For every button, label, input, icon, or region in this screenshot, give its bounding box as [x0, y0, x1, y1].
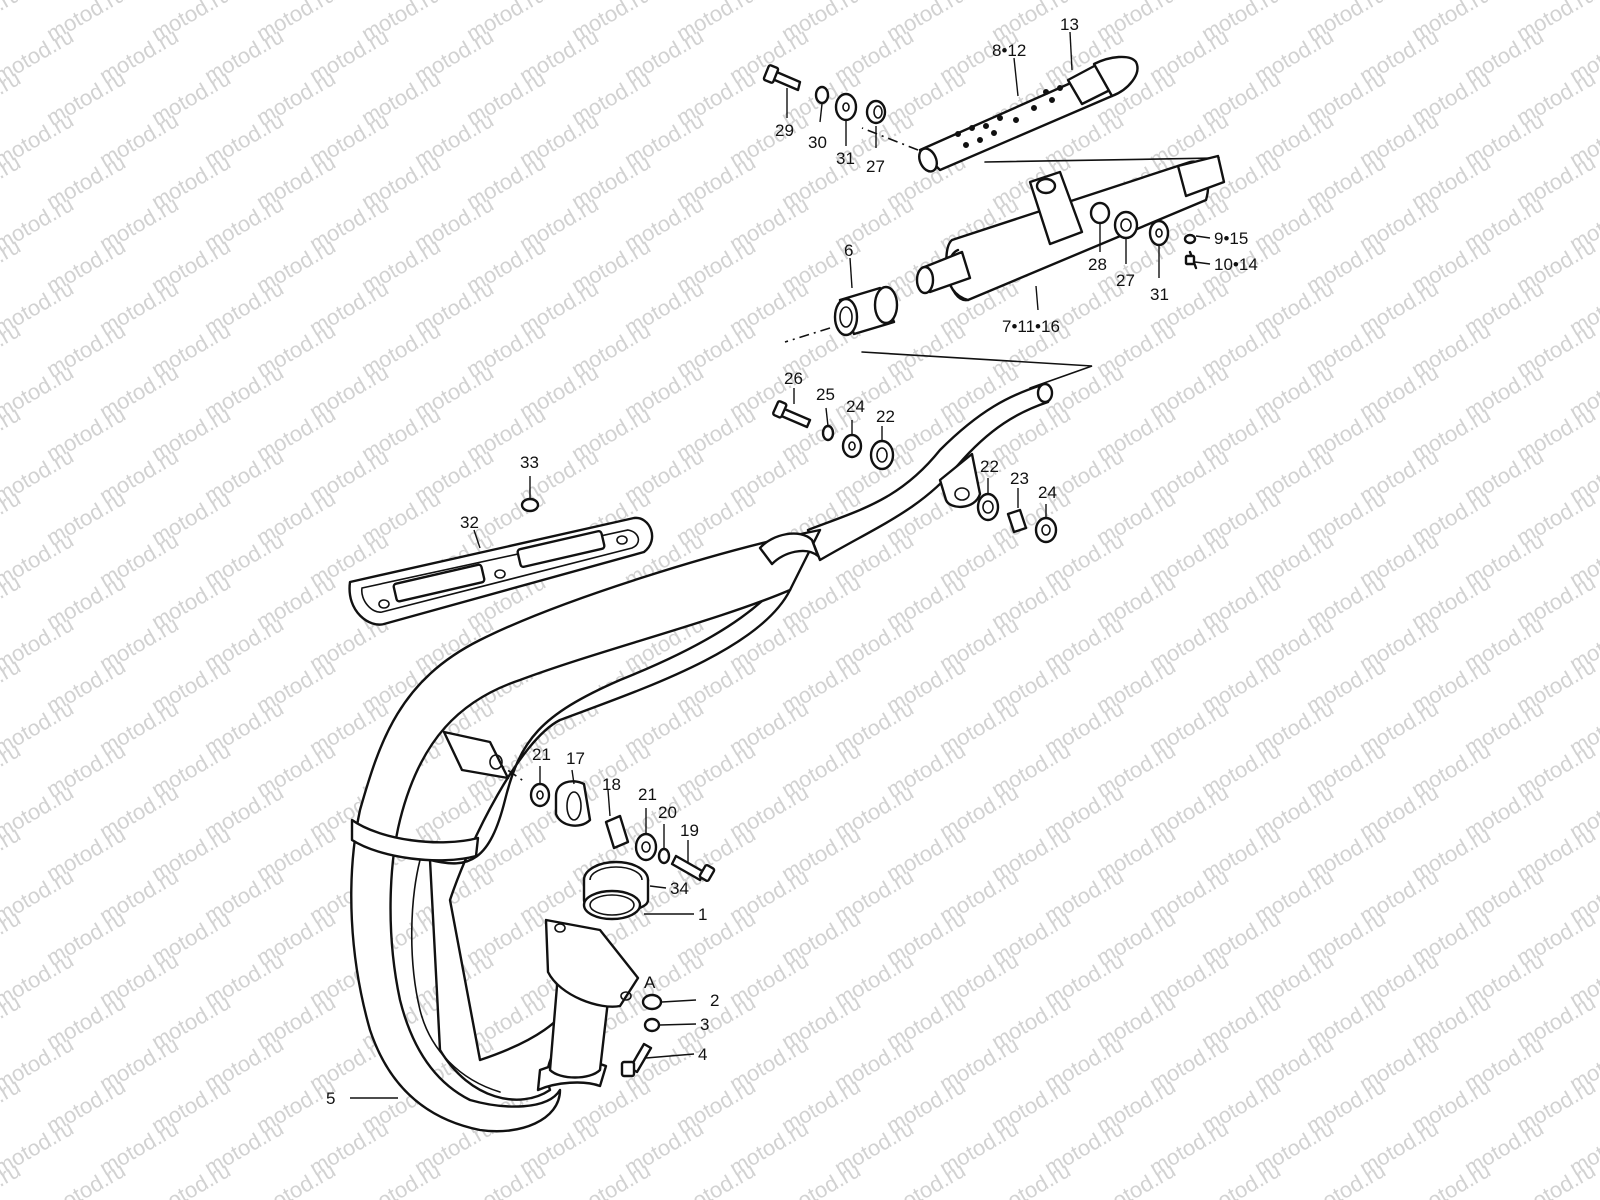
watermark-text: motod.ru	[672, 1157, 760, 1200]
callout-24-mid: 24	[846, 397, 865, 416]
callout-18: 18	[602, 775, 621, 794]
callout-3: 3	[700, 1015, 709, 1034]
watermark-text: motod.ru	[987, 1157, 1075, 1200]
connector-sleeve	[833, 285, 899, 337]
watermark-text: motod.ru	[357, 1157, 445, 1200]
callout-28: 28	[1088, 255, 1107, 274]
callout-27-right: 27	[1116, 271, 1135, 290]
callout-1: 1	[698, 905, 707, 924]
callout-17: 17	[566, 749, 585, 768]
watermark-text: motod.ru	[1512, 1157, 1600, 1200]
callout-29: 29	[775, 121, 794, 140]
callout-labels: 13 8•12 29 30 31 27 9•15 10•14 28 27 31 …	[326, 15, 1258, 1108]
callout-30: 30	[808, 133, 827, 152]
callout-32: 32	[460, 513, 479, 532]
heat-shield	[348, 497, 654, 626]
watermark-text: motod.ru	[147, 1157, 235, 1200]
leader-lines	[350, 31, 1211, 1099]
callout-22-right: 22	[980, 457, 999, 476]
watermark-text: motod.ru	[462, 1157, 550, 1200]
expansion-chamber	[350, 382, 1054, 1133]
watermark-text: motod.ru	[1092, 1157, 1180, 1200]
callout-34: 34	[670, 879, 689, 898]
callout-26: 26	[784, 369, 803, 388]
watermark-text: motod.ru	[42, 1157, 130, 1200]
watermark-text: motod.ru	[1302, 1157, 1390, 1200]
callout-5: 5	[326, 1089, 335, 1108]
callout-6: 6	[844, 241, 853, 260]
watermark-text: motod.ru	[567, 1157, 655, 1200]
callout-24-right: 24	[1038, 483, 1057, 502]
callout-2: 2	[710, 991, 719, 1010]
callout-33: 33	[520, 453, 539, 472]
callout-4: 4	[698, 1045, 707, 1064]
callout-23: 23	[1010, 469, 1029, 488]
watermark-text: motod.ru	[0, 0, 25, 46]
chamber-mount-hardware	[529, 780, 716, 883]
callout-10-14: 10•14	[1214, 255, 1258, 274]
watermark-text: motod.ru	[777, 1157, 865, 1200]
callout-21-right: 21	[638, 785, 657, 804]
watermark-text: motod.ru	[252, 1157, 340, 1200]
callout-25: 25	[816, 385, 835, 404]
header-gaskets	[582, 860, 650, 921]
watermark-text: motod.ru	[1407, 1157, 1495, 1200]
callout-a: A	[644, 973, 656, 992]
callout-19: 19	[680, 821, 699, 840]
flange-bolt-set	[620, 993, 663, 1078]
callout-21-left: 21	[532, 745, 551, 764]
callout-22-mid: 22	[876, 407, 895, 426]
watermark-text: motod.ru	[1197, 1157, 1285, 1200]
callout-27-top: 27	[866, 157, 885, 176]
callout-13: 13	[1060, 15, 1079, 34]
tail-pipe-insert	[918, 55, 1139, 173]
callout-31-top: 31	[836, 149, 855, 168]
bracket-bushing-set	[976, 492, 1058, 544]
callout-31-right: 31	[1150, 285, 1169, 304]
callout-8-12: 8•12	[992, 41, 1026, 60]
callout-20: 20	[658, 803, 677, 822]
callout-9-15: 9•15	[1214, 229, 1248, 248]
silencer-body	[915, 154, 1226, 302]
callout-7-11-16: 7•11•16	[1002, 317, 1060, 336]
watermark-text: motod.ru	[882, 1157, 970, 1200]
